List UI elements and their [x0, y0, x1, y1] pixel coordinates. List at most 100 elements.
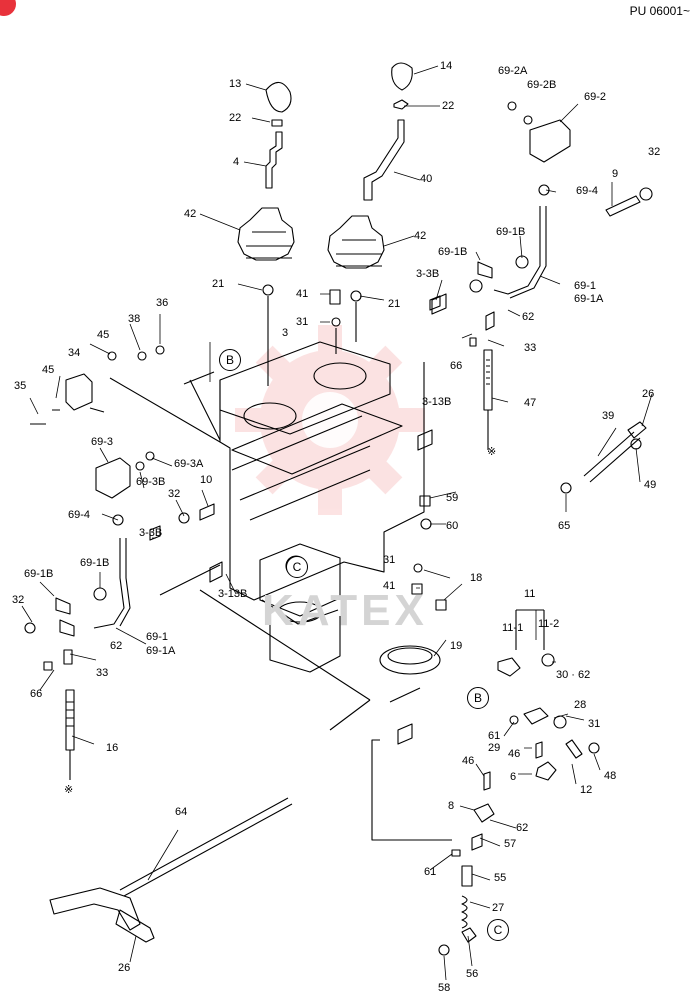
- part-label-33: 33: [96, 667, 109, 679]
- part-label-40: 40: [420, 173, 433, 185]
- part-label-69-2b: 69-2B: [527, 79, 557, 91]
- part-label-3-3b: 3-3B: [139, 527, 163, 539]
- part-label-18: 18: [470, 572, 483, 584]
- ref-mark-c: C: [286, 556, 308, 578]
- part-label-21: 21: [388, 298, 401, 310]
- part-label-11-2: 11-2: [538, 618, 560, 630]
- part-label-41: 41: [296, 288, 309, 300]
- part-label-59: 59: [446, 492, 459, 504]
- part-label-35: 35: [14, 380, 27, 392]
- part-label-27: 27: [492, 902, 505, 914]
- part-label-66: 66: [30, 688, 43, 700]
- part-label-62: 62: [516, 822, 529, 834]
- part-label-55: 55: [494, 872, 507, 884]
- part-label-30-62: 30 · 62: [556, 669, 591, 681]
- part-label-69-1: 69-1: [146, 631, 169, 643]
- pin-9: [605, 195, 641, 217]
- part-label-46: 46: [508, 748, 521, 760]
- part-label-38: 38: [128, 313, 141, 325]
- part-label-11: 11: [524, 588, 536, 600]
- brand-corner-mark: [0, 0, 16, 16]
- part-label-8: 8: [448, 800, 455, 812]
- part-label-69-3: 69-3: [91, 436, 114, 448]
- part-label-33: 33: [524, 342, 537, 354]
- part-label-58: 58: [438, 982, 451, 994]
- shift-lever-4: [265, 131, 283, 189]
- part-label-32: 32: [168, 488, 181, 500]
- bracket-34: [65, 373, 93, 411]
- part-label-61: 61: [488, 730, 501, 742]
- part-label-69-1b: 69-1B: [438, 246, 468, 258]
- part-label-31: 31: [296, 316, 309, 328]
- part-label-56: 56: [466, 968, 479, 980]
- part-label-69-3a: 69-3A: [174, 458, 204, 470]
- ref-mark-c-lower: C: [487, 919, 509, 941]
- part-label-36: 36: [156, 297, 169, 309]
- asterisk-mark: ※: [487, 446, 497, 458]
- lever-69-1-top: [493, 206, 547, 299]
- part-label-31: 31: [383, 554, 396, 566]
- part-label-22: 22: [442, 100, 455, 112]
- shaft-end: [397, 723, 413, 745]
- ref-mark-b-lower: B: [467, 687, 489, 709]
- part-label-48: 48: [604, 770, 617, 782]
- part-label-16: 16: [106, 742, 119, 754]
- rod-64: [119, 797, 293, 897]
- rod-39: [583, 431, 641, 483]
- part-label-42: 42: [184, 208, 197, 220]
- part-label-61: 61: [424, 866, 437, 878]
- part-label-11-1: 11-1: [502, 622, 524, 634]
- part-label-26: 26: [642, 388, 655, 400]
- lever-69-1-bottom: [93, 538, 131, 629]
- part-label-69-1b: 69-1B: [80, 557, 110, 569]
- part-label-26: 26: [118, 962, 131, 974]
- part-label-69-2: 69-2: [584, 91, 607, 103]
- part-label-45: 45: [97, 329, 110, 341]
- part-label-39: 39: [602, 410, 615, 422]
- spring-55: [461, 865, 473, 887]
- part-label-69-1b: 69-1B: [24, 568, 54, 580]
- part-label-10: 10: [200, 474, 213, 486]
- part-label-12: 12: [580, 784, 593, 796]
- bracket-69-3: [95, 457, 131, 499]
- series-code: PU 06001~: [629, 4, 690, 18]
- part-label-47: 47: [524, 397, 537, 409]
- part-label-69-4: 69-4: [68, 509, 91, 521]
- part-label-22: 22: [229, 112, 242, 124]
- part-label-3: 3: [282, 327, 289, 339]
- rubber-boot-left: [237, 207, 295, 261]
- part-label-21: 21: [212, 278, 225, 290]
- part-label-69-1: 69-1: [574, 280, 597, 292]
- part-label-49: 49: [644, 479, 657, 491]
- part-label-69-1a: 69-1A: [146, 645, 176, 657]
- part-label-46: 46: [462, 755, 475, 767]
- part-label-29: 29: [488, 742, 501, 754]
- cable-47: [483, 349, 493, 450]
- part-label-13: 13: [229, 78, 242, 90]
- rubber-boot-right: [327, 215, 385, 269]
- part-label-34: 34: [68, 347, 81, 359]
- part-label-3-3b: 3-3B: [416, 268, 440, 280]
- part-label-69-1b: 69-1B: [496, 226, 526, 238]
- part-label-60: 60: [446, 520, 459, 532]
- part-label-3-13b: 3-13B: [422, 396, 452, 408]
- part-label-9: 9: [612, 168, 619, 180]
- part-label-3-13b: 3-13B: [218, 588, 248, 600]
- part-label-32: 32: [12, 594, 25, 606]
- part-label-19: 19: [450, 640, 463, 652]
- part-label-69-3b: 69-3B: [136, 476, 166, 488]
- part-label-14: 14: [440, 60, 453, 72]
- spring-27: [461, 895, 468, 929]
- part-label-65: 65: [558, 520, 571, 532]
- part-label-42: 42: [414, 230, 427, 242]
- part-label-32: 32: [648, 146, 661, 158]
- asterisk-mark: ※: [64, 784, 74, 796]
- part-label-6: 6: [510, 771, 517, 783]
- part-label-69-1a: 69-1A: [574, 293, 604, 305]
- part-label-66: 66: [450, 360, 463, 372]
- cable-16: [65, 689, 75, 780]
- part-label-64: 64: [175, 806, 188, 818]
- ref-mark-b: B: [219, 349, 241, 371]
- part-label-31: 31: [588, 718, 601, 730]
